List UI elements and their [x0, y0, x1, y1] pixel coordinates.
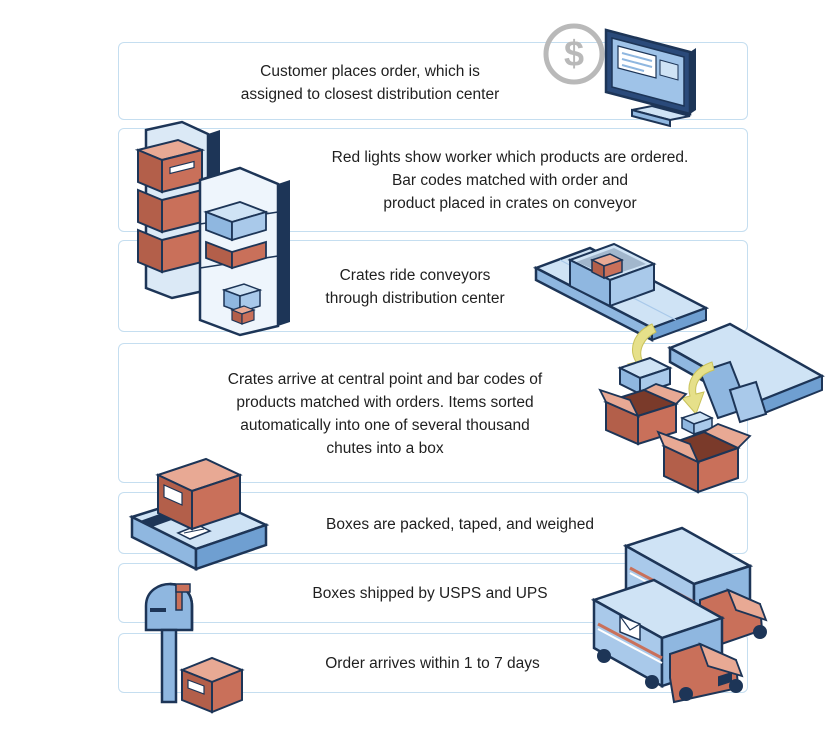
step-4-text: Crates arrive at central point and bar c…: [195, 368, 575, 460]
step-1-text: Customer places order, which is assigned…: [200, 60, 540, 106]
conveyor-crates-icon: [532, 242, 710, 343]
step-4-line-1: Crates arrive at central point and bar c…: [227, 371, 543, 388]
sorting-conveyor-icon: [598, 322, 825, 494]
computer-dollar-icon: $: [543, 23, 696, 128]
step-5-line-1: Boxes are packed, taped, and weighed: [326, 516, 594, 533]
step-7-text: Order arrives within 1 to 7 days: [270, 652, 595, 675]
step-5-text: Boxes are packed, taped, and weighed: [270, 513, 650, 536]
step-2-line-1: Red lights show worker which products ar…: [331, 149, 689, 166]
scale-box-icon: [128, 457, 270, 572]
step-1-line-2: assigned to closest distribution center: [240, 86, 500, 103]
step-4-line-3: automatically into one of several thousa…: [240, 417, 530, 434]
step-3-line-1: Crates ride conveyors: [339, 267, 491, 284]
svg-text:$: $: [564, 33, 584, 74]
step-7-line-1: Order arrives within 1 to 7 days: [325, 655, 540, 672]
mailbox-icon: [144, 582, 245, 714]
step-6-text: Boxes shipped by USPS and UPS: [270, 582, 590, 605]
step-2-line-2: Bar codes matched with order and: [391, 172, 629, 189]
step-1-line-1: Customer places order, which is: [260, 63, 480, 80]
step-2-text: Red lights show worker which products ar…: [290, 146, 730, 215]
step-6-line-1: Boxes shipped by USPS and UPS: [312, 585, 548, 602]
step-4-line-2: products matched with orders. Items sort…: [236, 394, 534, 411]
step-3-line-2: through distribution center: [325, 290, 505, 307]
delivery-trucks-icon: [590, 526, 768, 704]
step-2-line-3: product placed in crates on conveyor: [383, 195, 637, 212]
shelving-boxes-icon: [134, 120, 290, 337]
step-3-text: Crates ride conveyors through distributi…: [290, 264, 540, 310]
step-4-line-4: chutes into a box: [326, 440, 444, 457]
